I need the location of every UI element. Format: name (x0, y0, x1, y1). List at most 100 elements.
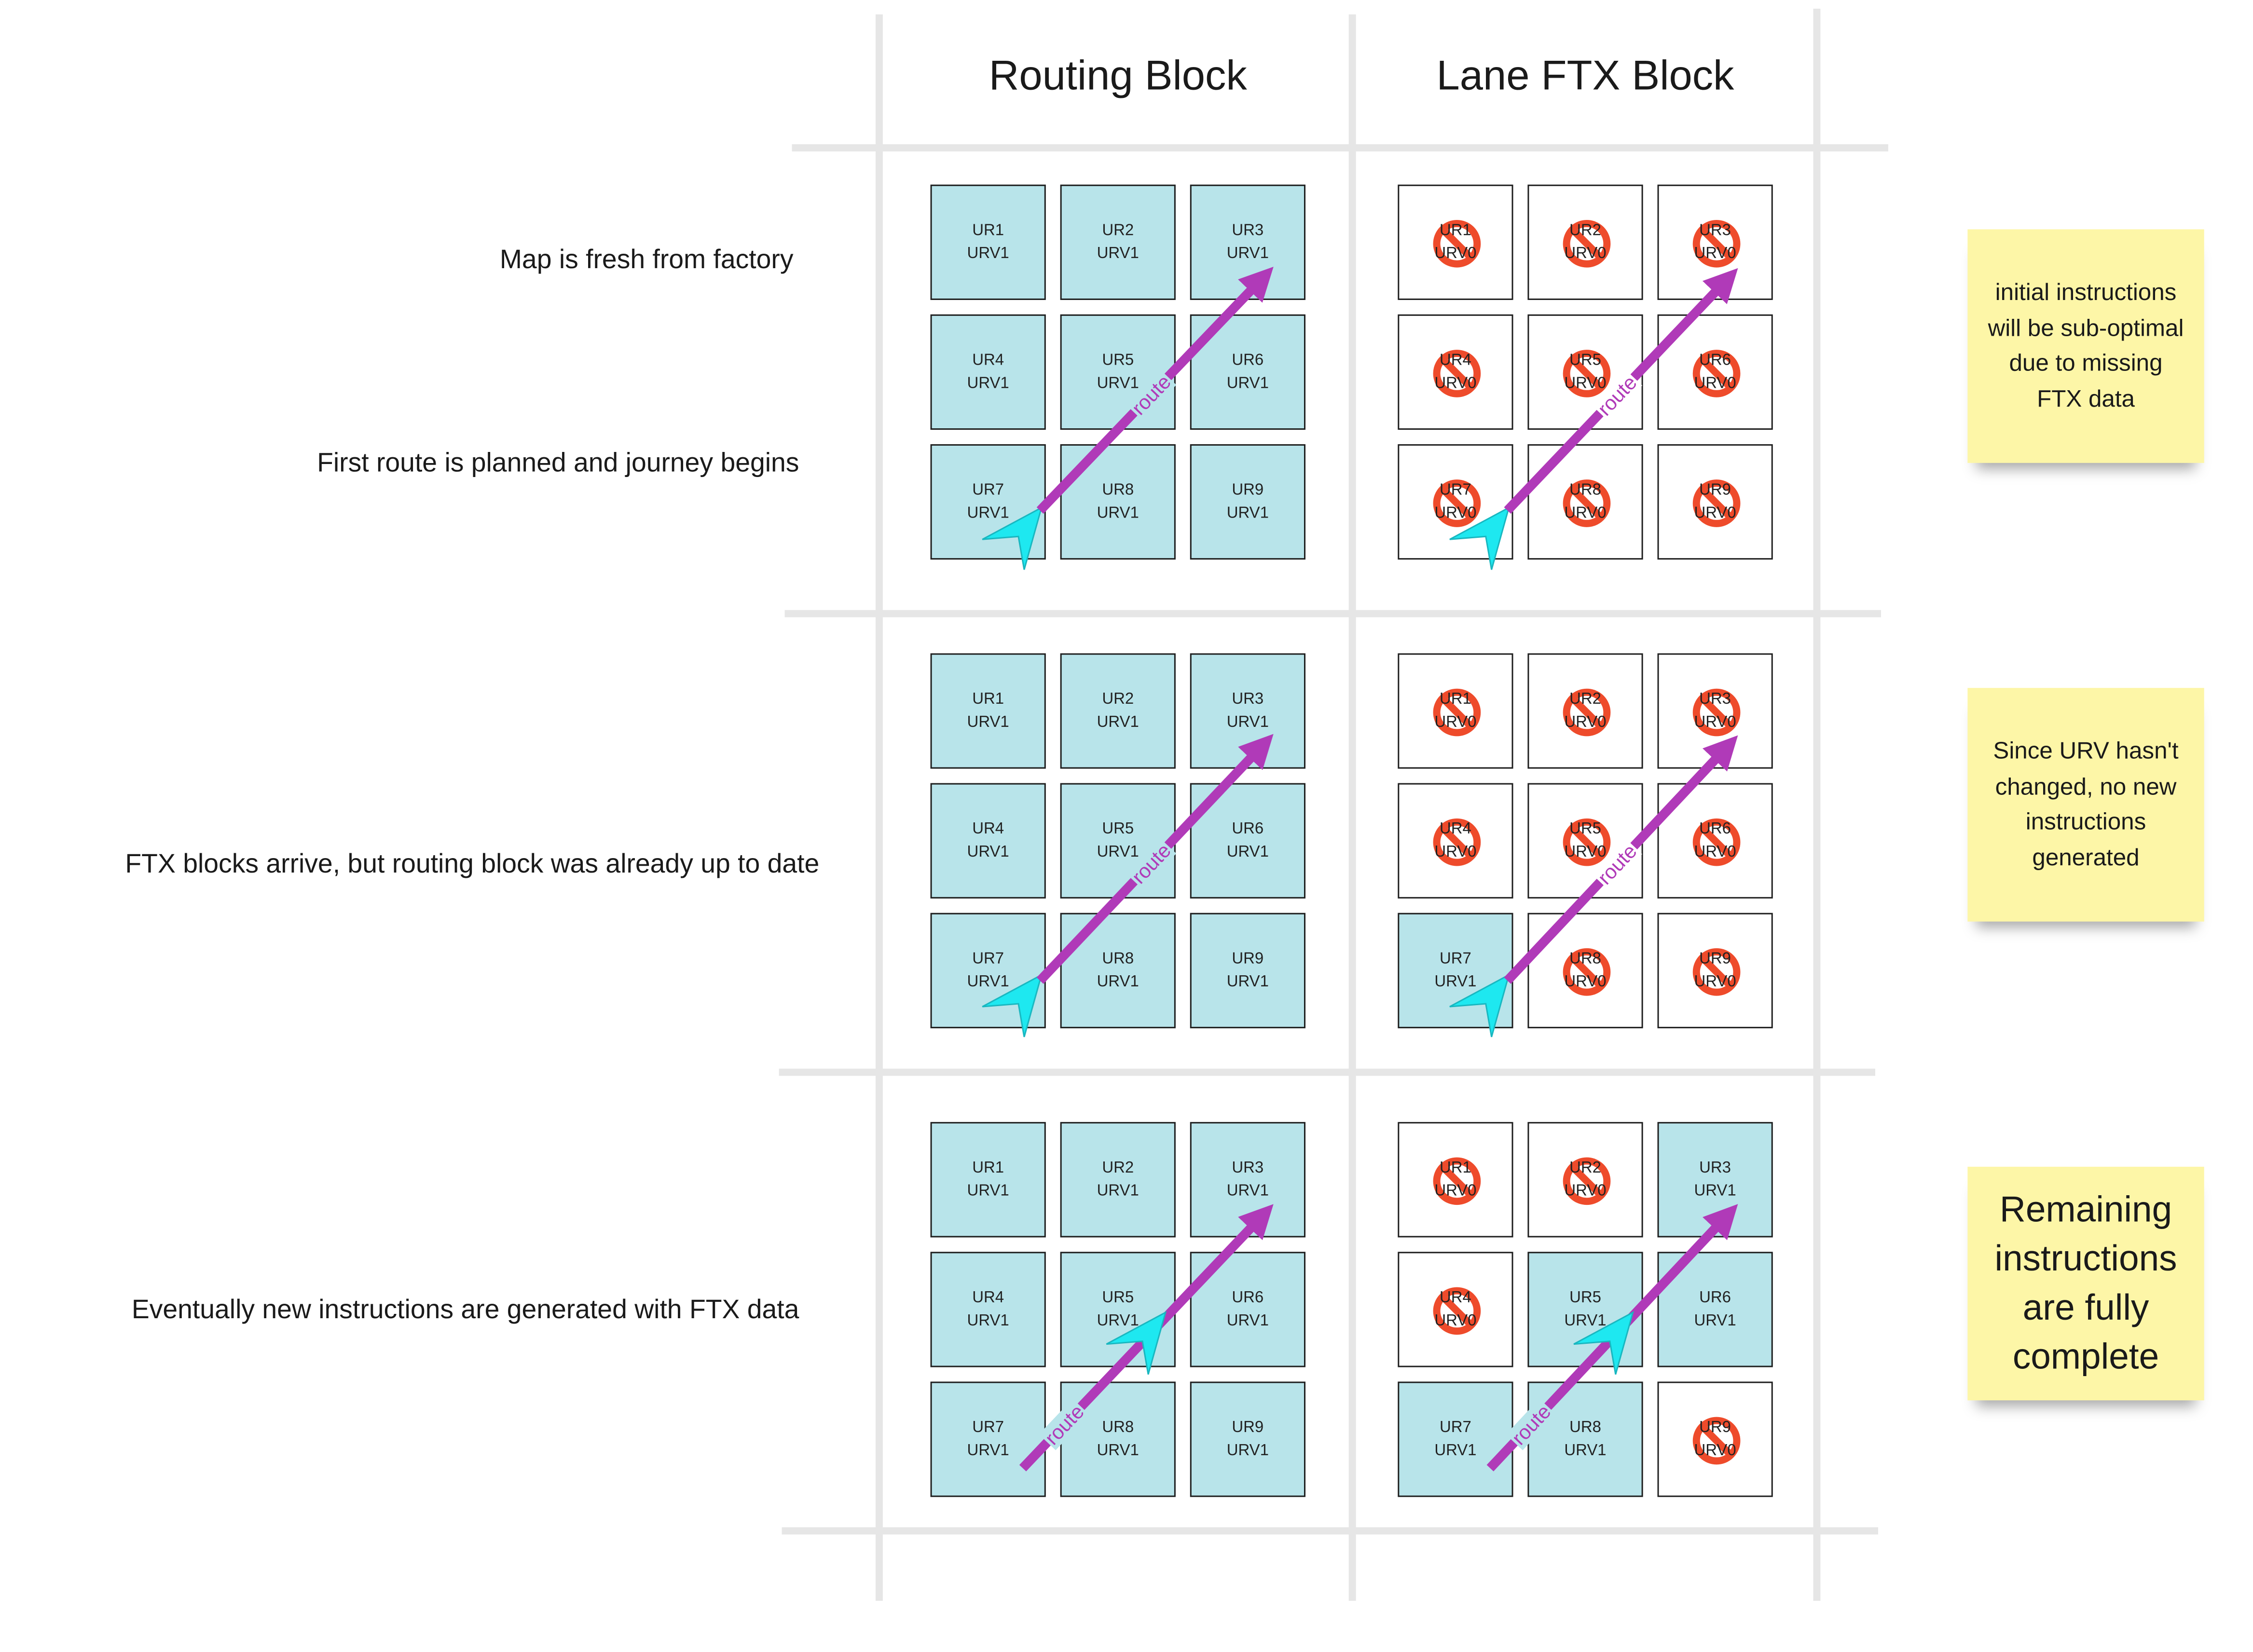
tile-urv: URV1 (1694, 1312, 1736, 1330)
tile-ur: UR3 (1232, 691, 1264, 709)
no-entry-icon (1432, 219, 1482, 268)
tile-urv: URV0 (1694, 245, 1736, 263)
tile-urv: URV1 (1226, 714, 1269, 731)
tile-urv: URV1 (967, 714, 1009, 731)
tile-urv: URV1 (1434, 973, 1477, 991)
tile-urv: URV1 (1226, 505, 1269, 522)
tile-urv: URV1 (967, 505, 1009, 522)
no-entry-icon (1562, 688, 1611, 737)
grid-horizontal-line-row2 (779, 1068, 1875, 1076)
no-entry-icon (1692, 688, 1741, 737)
tile-ur: UR7 (1439, 1419, 1471, 1437)
route-label-background (1126, 837, 1177, 889)
sticky-note-row-2: Since URV hasn't changed, no new instruc… (1967, 688, 2204, 922)
tile-ur: UR8 (1569, 950, 1601, 968)
tile-ur: UR5 (1569, 820, 1601, 838)
no-entry-icon (1432, 479, 1482, 528)
tile-ur: UR5 (1102, 820, 1134, 838)
tile-urv: URV0 (1434, 844, 1477, 861)
no-entry-icon (1562, 818, 1611, 867)
route-label-background (1592, 838, 1642, 890)
row-1-label-first-route: First route is planned and journey begin… (317, 447, 799, 478)
tile-urv: URV1 (1226, 1442, 1269, 1460)
tile-ur: UR9 (1699, 481, 1731, 499)
tile-urv: URV1 (1097, 844, 1139, 861)
tile-urv: URV1 (967, 1442, 1009, 1460)
no-entry-icon (1562, 947, 1611, 997)
tile-urv: URV1 (967, 1182, 1009, 1200)
tile-urv: URV0 (1564, 1182, 1607, 1200)
tile-ur: UR2 (1102, 691, 1134, 709)
no-entry-icon (1432, 688, 1482, 737)
tile-ur: UR7 (1439, 950, 1471, 968)
tile-urv: URV1 (967, 973, 1009, 991)
tile-ur: UR8 (1569, 1419, 1601, 1437)
no-entry-icon (1692, 1416, 1741, 1465)
tile-ur: UR9 (1232, 1419, 1264, 1437)
tile-ur: UR5 (1102, 352, 1134, 369)
navigation-arrow-icon (1573, 1311, 1635, 1375)
tile-urv: URV0 (1434, 505, 1477, 522)
tile-urv: URV1 (1097, 973, 1139, 991)
tile-ur: UR4 (972, 1289, 1004, 1307)
tile-ur: UR4 (1439, 352, 1471, 369)
no-entry-icon (1692, 818, 1741, 867)
tile-urv: URV1 (967, 375, 1009, 393)
no-entry-icon (1692, 219, 1741, 268)
tile-ur: UR6 (1232, 1289, 1264, 1307)
row-1-label-fresh-map: Map is fresh from factory (499, 244, 794, 274)
tile-ur: UR8 (1102, 1419, 1134, 1437)
tile-ur: UR9 (1699, 1419, 1731, 1437)
grid-horizontal-line-footer (782, 1527, 1878, 1535)
tile-urv: URV1 (967, 844, 1009, 861)
tile-ur: UR7 (972, 1419, 1004, 1437)
tile-ur: UR3 (1699, 1159, 1731, 1177)
tile-ur: UR5 (1102, 1289, 1134, 1307)
tile-urv: URV1 (1226, 245, 1269, 263)
no-entry-icon (1692, 349, 1741, 398)
column-title-routing-block: Routing Block (989, 53, 1247, 100)
tile-urv: URV1 (1226, 1182, 1269, 1200)
tile-urv: URV0 (1694, 1442, 1736, 1460)
tile-ur: UR7 (972, 950, 1004, 968)
tile-ur: UR1 (1439, 691, 1471, 709)
tile-urv: URV1 (1097, 1182, 1139, 1200)
tile-urv: URV1 (1097, 375, 1139, 393)
no-entry-icon (1432, 1286, 1482, 1336)
no-entry-icon (1692, 479, 1741, 528)
no-entry-icon (1432, 1157, 1482, 1206)
tile-ur: UR1 (1439, 222, 1471, 240)
navigation-arrow-icon (982, 973, 1043, 1038)
navigation-arrow-icon (982, 506, 1043, 570)
